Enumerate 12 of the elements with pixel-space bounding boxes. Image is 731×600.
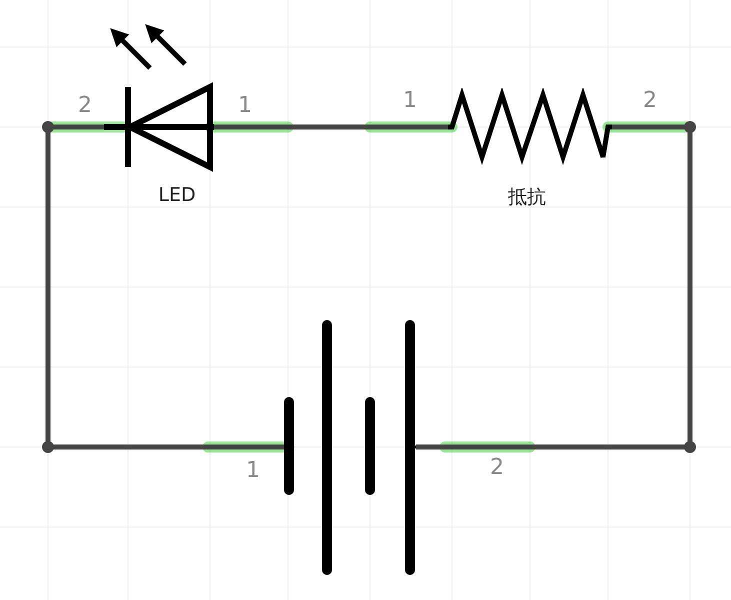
component-label: 抵抗	[508, 185, 546, 210]
pin-number: 1	[403, 88, 417, 113]
component-label: LED	[158, 184, 196, 206]
pin-number: 1	[246, 458, 260, 483]
pin-number: 1	[238, 93, 252, 118]
battery-symbol	[284, 318, 416, 578]
pin-number: 2	[490, 455, 504, 480]
wire	[46, 124, 284, 450]
wire	[416, 124, 692, 450]
wire	[214, 124, 448, 130]
pin-number: 2	[78, 93, 92, 118]
pin-number: 2	[643, 88, 657, 113]
